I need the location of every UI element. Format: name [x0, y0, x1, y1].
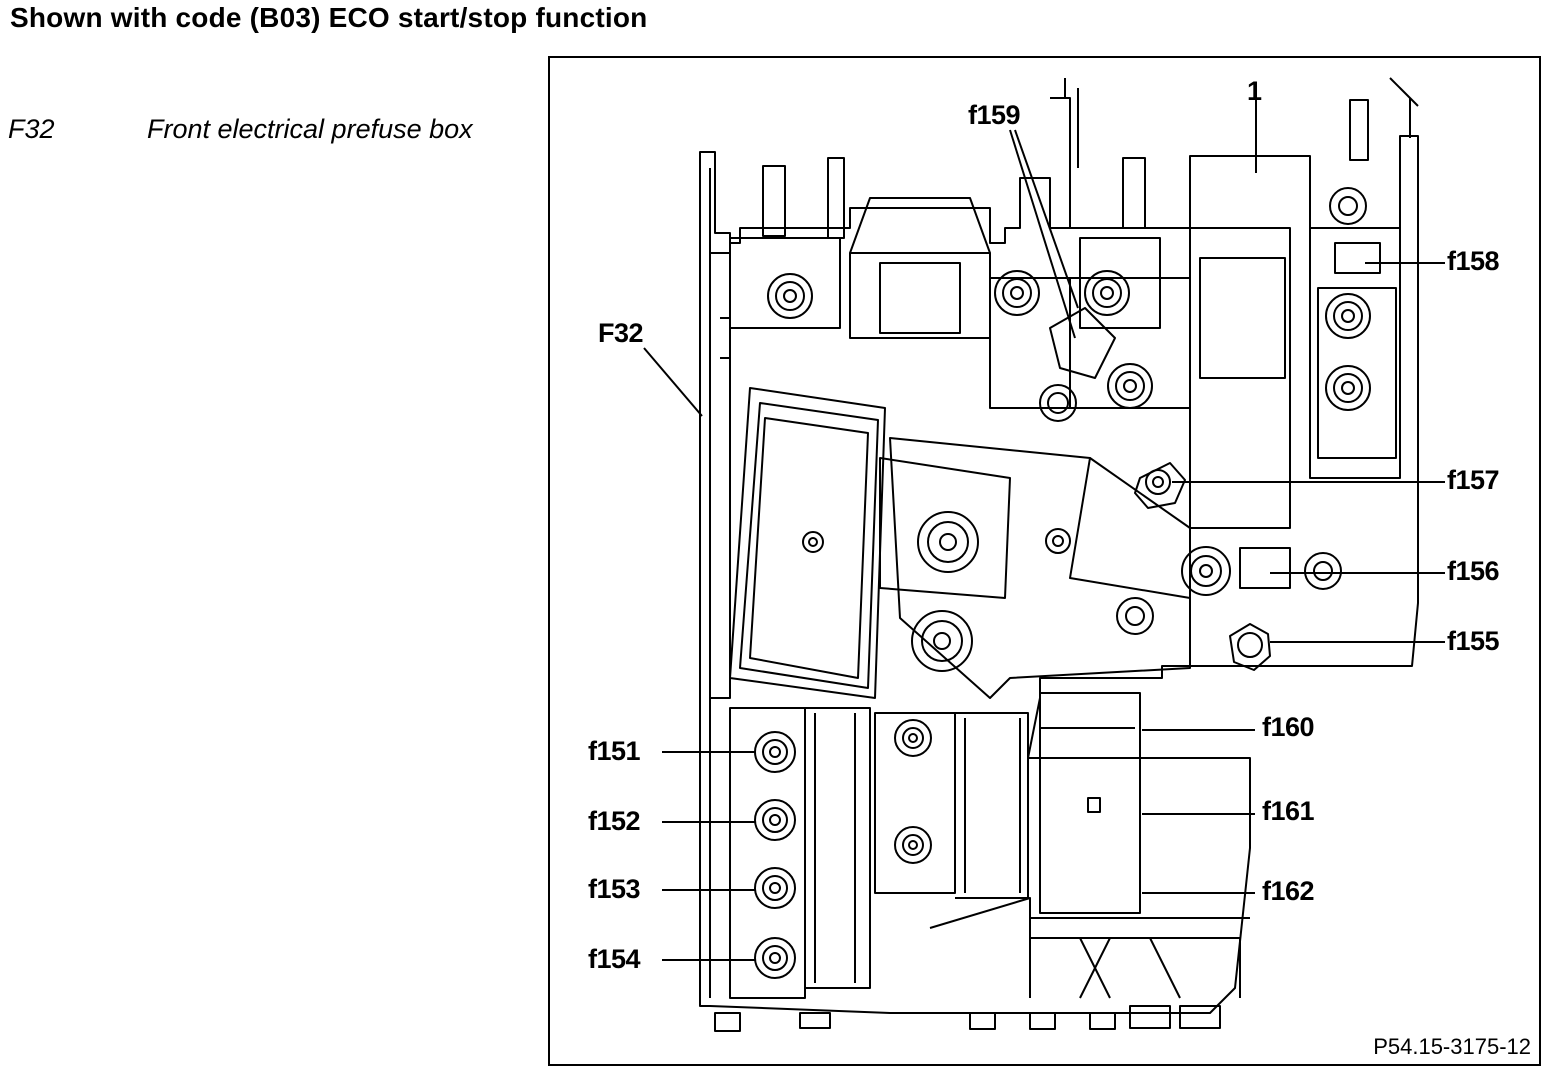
callout-f161: f161 — [1262, 796, 1315, 826]
fuse-cover — [729, 387, 886, 699]
callout-f157: f157 — [1447, 465, 1500, 495]
callout-f153: f153 — [588, 874, 641, 904]
callout-F32: F32 — [598, 318, 644, 348]
housing-outline — [699, 135, 1419, 1014]
post-3 — [1122, 157, 1146, 229]
page-title: Shown with code (B03) ECO start/stop fun… — [10, 2, 648, 33]
callout-f158: f158 — [1447, 246, 1500, 276]
leader-lines — [643, 100, 1445, 961]
post-1 — [762, 165, 786, 237]
callout-1: 1 — [1247, 76, 1262, 106]
callout-f162: f162 — [1262, 876, 1315, 906]
fuse-f158-body — [1334, 242, 1381, 274]
fuse-box-drawing — [643, 77, 1445, 1032]
fuse-box-diagram: 1 f159 f158 F32 f157 f156 f155 f160 f161… — [548, 56, 1541, 1066]
post-2 — [827, 157, 845, 239]
lower-block-left — [874, 712, 956, 894]
relay-block — [1079, 237, 1161, 329]
mini-fuse-column — [729, 707, 806, 999]
figure-reference: P54.15-3175-12 — [1373, 1034, 1531, 1059]
stud-nuts — [754, 187, 1371, 979]
legend-description: Front electrical prefuse box — [147, 114, 473, 144]
lower-block-right — [1039, 692, 1141, 914]
callout-f159: f159 — [968, 100, 1021, 130]
fuse-f156-body — [1239, 547, 1291, 589]
callout-f151: f151 — [588, 736, 641, 766]
terminal-block-left — [729, 237, 841, 329]
fuse-f159-body — [1049, 307, 1116, 379]
callout-f160: f160 — [1262, 712, 1315, 742]
callout-f156: f156 — [1447, 556, 1500, 586]
callout-f154: f154 — [588, 944, 641, 974]
busbar-plate — [889, 437, 1191, 699]
legend-code: F32 — [8, 114, 55, 144]
callout-f155: f155 — [1447, 626, 1500, 656]
post-4 — [1349, 99, 1369, 161]
callout-f152: f152 — [588, 806, 641, 836]
